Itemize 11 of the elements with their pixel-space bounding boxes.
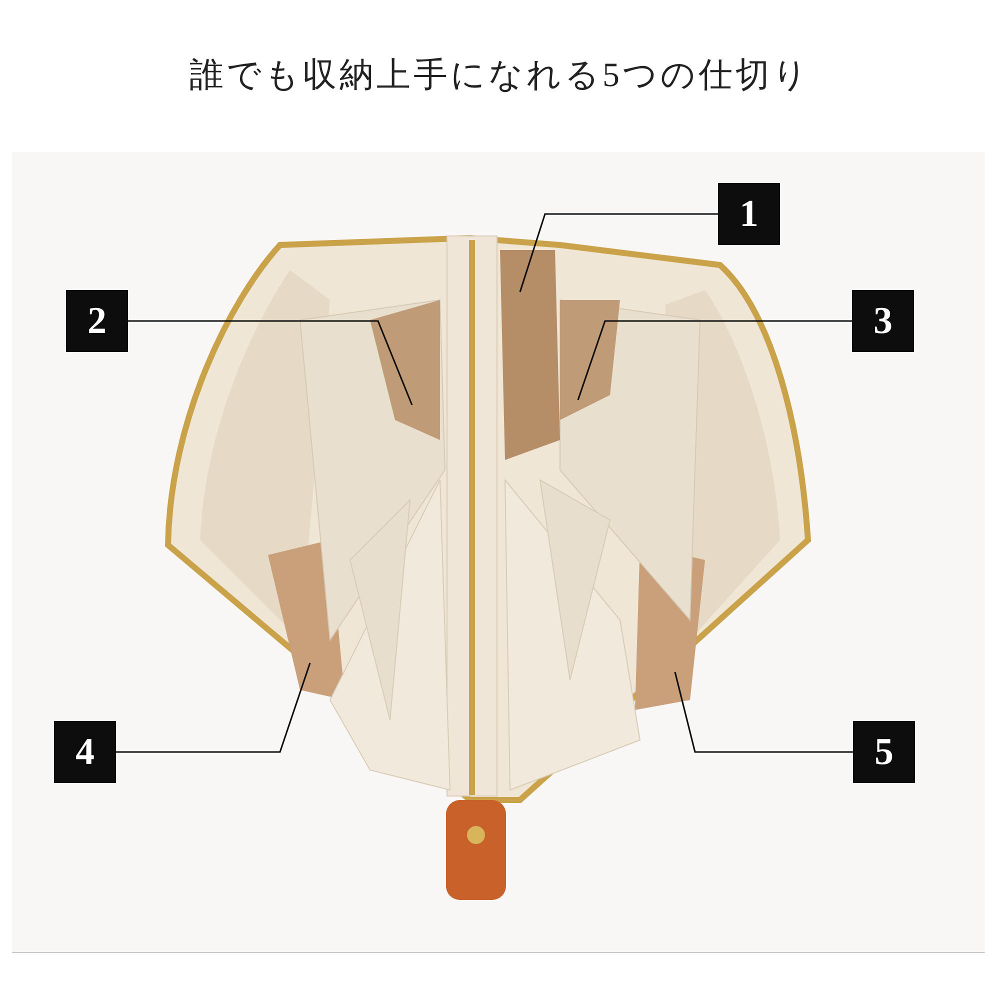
leader-line: [519, 213, 718, 292]
callout-number: 1: [718, 183, 780, 245]
leader-line: [674, 672, 853, 753]
leader-line: [128, 320, 413, 406]
leader-line: [116, 662, 311, 753]
title: 誰でも収納上手になれる5つの仕切り: [188, 56, 812, 96]
callout-number: 2: [66, 290, 128, 352]
callout-number: 3: [852, 290, 914, 352]
callout-number: 5: [853, 721, 915, 783]
leader-line: [577, 320, 852, 400]
callout-number: 4: [54, 721, 116, 783]
